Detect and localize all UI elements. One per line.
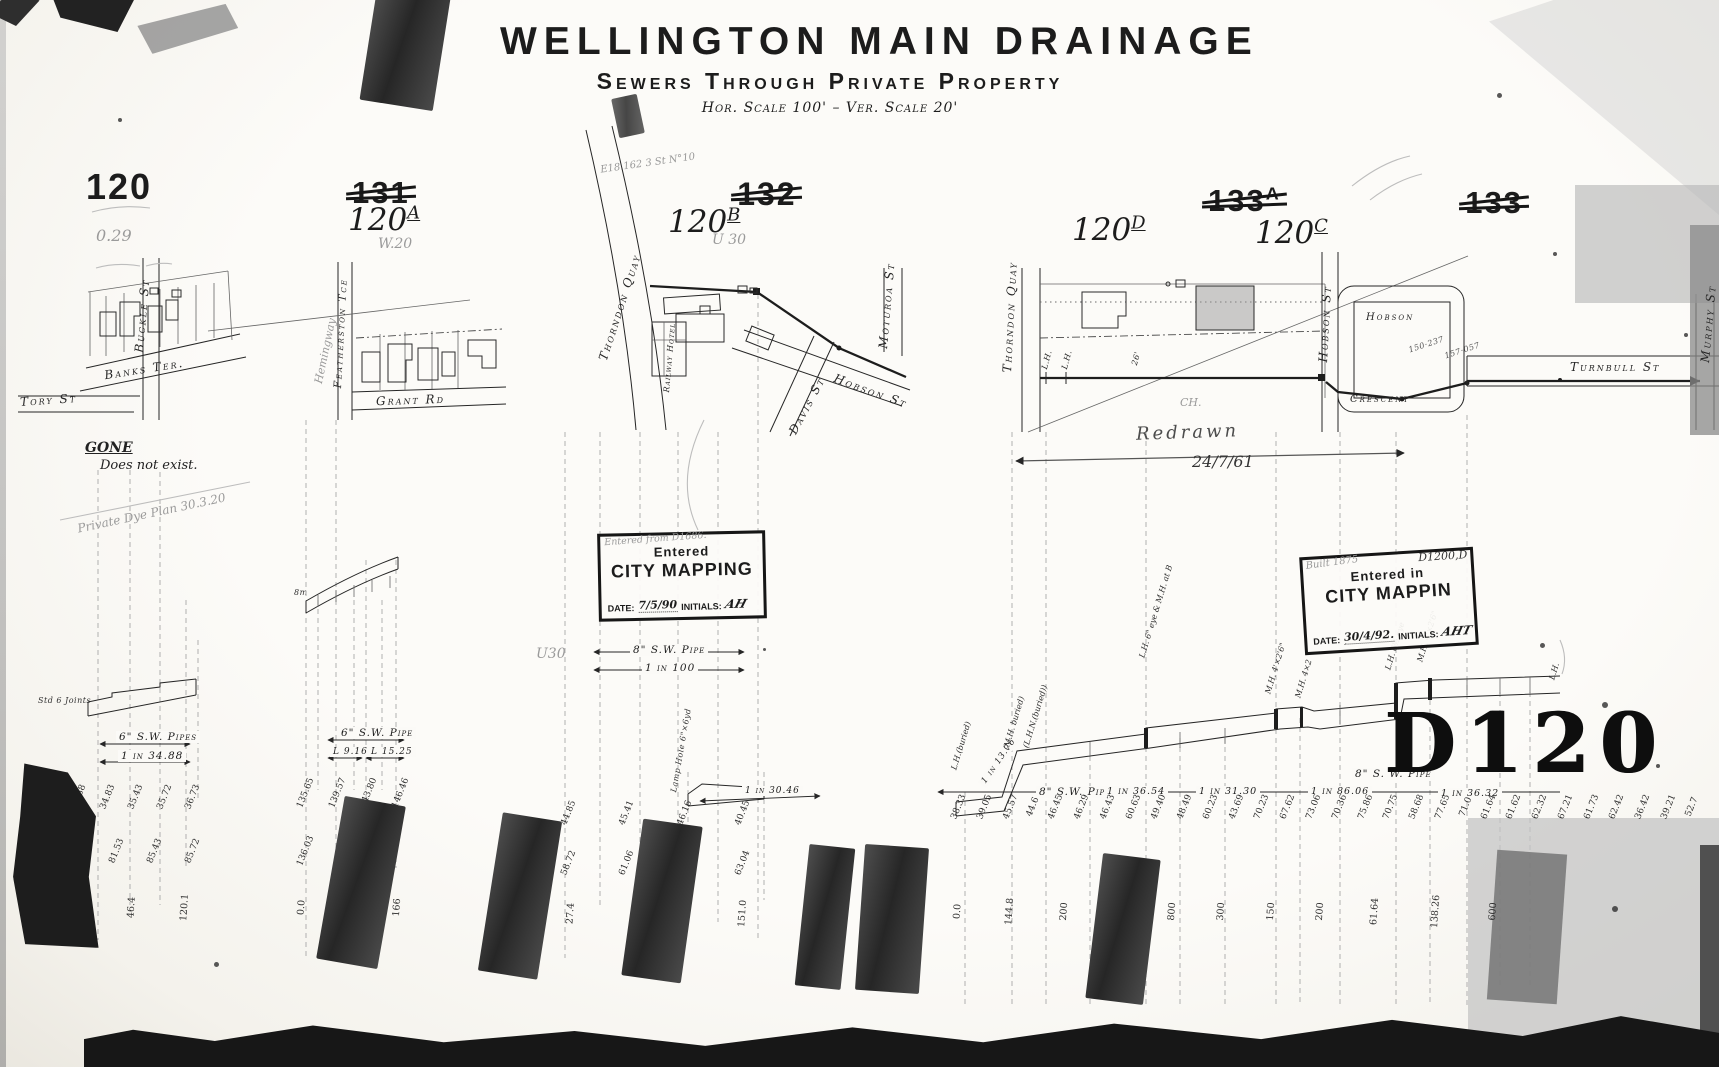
stamp-date-value: 7/5/90 bbox=[638, 598, 678, 613]
map4-linework bbox=[1021, 252, 1719, 433]
speckle bbox=[1497, 93, 1502, 98]
sheet-number-120b: 120B bbox=[668, 204, 740, 240]
note-does-not-exist: Does not exist. bbox=[100, 458, 198, 473]
grade-label-b1: L 9.16 bbox=[330, 747, 371, 757]
sheet-number-base: 120 bbox=[1072, 212, 1132, 248]
joints-note-a: Std 6 Joints bbox=[38, 696, 92, 705]
speckle bbox=[1602, 702, 1608, 708]
grade-label-b2: L 15.25 bbox=[368, 747, 416, 757]
pencil-note-w20: W.20 bbox=[378, 236, 413, 252]
stamp-line-city-mapping: CITY MAPPING bbox=[610, 558, 753, 582]
sheet-number-120a: 120A bbox=[348, 202, 420, 238]
scan-edge-left bbox=[0, 0, 6, 1067]
stamp-date-row: DATE: 7/5/90 INITIALS: AH bbox=[607, 596, 757, 614]
sheet-number-133a-struck: 133A bbox=[1208, 183, 1281, 219]
city-mapping-stamp-2: Built 1875 D1200,D Entered in CITY MAPPI… bbox=[1299, 546, 1479, 656]
map3-linework bbox=[585, 125, 911, 437]
sheet-number-133-struck: 133 bbox=[1465, 185, 1523, 220]
sheet-number-base: 120 bbox=[1255, 215, 1315, 251]
stamp-initials-signature: AHT bbox=[1440, 622, 1474, 639]
note-redrawn: Redrawn bbox=[1135, 420, 1240, 445]
pipe-label-d2: 8" S. W. Pipe bbox=[1352, 768, 1435, 780]
pipe-label-b: 6" S.W. Pipe bbox=[338, 727, 417, 739]
dark-edge-right bbox=[1700, 845, 1719, 1067]
scale-note: Hor. Scale 100' – Ver. Scale 20' bbox=[701, 100, 959, 116]
sheet-number-120c: 120C bbox=[1255, 215, 1328, 251]
speckle bbox=[1684, 333, 1688, 337]
pencil-marks bbox=[59, 155, 1566, 675]
map2-linework bbox=[207, 262, 507, 420]
stamp-initials-label: INITIALS: bbox=[681, 601, 722, 613]
street-label-hobson-crescent-bottom: Crescent bbox=[1350, 394, 1411, 405]
speckle bbox=[1612, 906, 1618, 912]
grade-label-d1: 1 in 36.54 bbox=[1104, 786, 1169, 797]
stamp-date-label: DATE: bbox=[607, 603, 635, 614]
redrawn-arrow bbox=[1015, 448, 1405, 466]
pencil-note-029: 0.29 bbox=[96, 226, 132, 245]
speckle bbox=[763, 648, 766, 651]
grade-label-d3: 1 in 86.06 bbox=[1308, 786, 1373, 797]
archive-number-stamp: D120 bbox=[1384, 696, 1667, 792]
pipe-label-d1: 8" S.W. Pipe bbox=[1036, 786, 1115, 798]
map1-linework bbox=[18, 258, 247, 420]
sheet-number-base: 120 bbox=[668, 204, 728, 240]
note-redrawn-date: 24/7/61 bbox=[1192, 452, 1254, 471]
page-title: WELLINGTON MAIN DRAINAGE bbox=[500, 20, 1259, 63]
profile-b-linework bbox=[305, 556, 405, 762]
profile-c-linework bbox=[593, 648, 821, 807]
speckle bbox=[1553, 252, 1557, 256]
page-subtitle: Sewers Through Private Property bbox=[596, 68, 1064, 94]
sheet-number-suffix: A bbox=[1265, 183, 1281, 204]
pencil-note-ch: CH. bbox=[1180, 396, 1202, 409]
tape-bottom-5 bbox=[854, 843, 930, 995]
grade-label-d4: 1 in 36.32 bbox=[1438, 788, 1503, 799]
speckle bbox=[214, 962, 219, 967]
grade-label-d2: 1 in 31.30 bbox=[1196, 786, 1261, 797]
speckle bbox=[118, 118, 122, 122]
sheet-number-suffix: D bbox=[1131, 212, 1146, 234]
street-label-hobson-crescent-top: Hobson bbox=[1366, 312, 1415, 323]
stamp-date-label: DATE: bbox=[1313, 635, 1341, 647]
pencil-note-u30-profile: U30 bbox=[536, 646, 566, 662]
grade-label-c: 1 in 100 bbox=[642, 662, 699, 674]
dark-blotch-bottom-right bbox=[1486, 849, 1568, 1005]
stamp-initials-signature: AH bbox=[723, 596, 749, 612]
pencil-note-u30: U 30 bbox=[712, 232, 747, 248]
grade-label-c2: 1 in 30.46 bbox=[742, 786, 803, 796]
note-8m: 8m bbox=[294, 588, 308, 597]
sheet-number-120: 120 bbox=[86, 166, 153, 207]
photocopy-shadow-murphy bbox=[1690, 225, 1719, 435]
grade-label-a: 1 in 34.88 bbox=[118, 750, 187, 762]
speckle bbox=[1656, 764, 1660, 768]
street-label-grant-rd: Grant Rd bbox=[375, 391, 446, 409]
sheet-number-base: 120 bbox=[348, 202, 408, 238]
speckle bbox=[1540, 643, 1545, 648]
sheet-number-suffix: C bbox=[1314, 215, 1328, 237]
sheet-number-132-struck: 132 bbox=[737, 176, 797, 212]
stamp-date-row: DATE: 30/4/92. INITIALS: AHT bbox=[1313, 623, 1474, 647]
title-block: WELLINGTON MAIN DRAINAGE Sewers Through … bbox=[500, 20, 1259, 116]
pipe-label-c: 8" S.W. Pipe bbox=[630, 644, 709, 656]
sheet-number-base: 133 bbox=[1208, 183, 1266, 218]
profile-a-linework bbox=[87, 678, 197, 766]
note-gone: GONE bbox=[85, 440, 133, 456]
sheet-number-120d: 120D bbox=[1072, 212, 1146, 248]
city-mapping-stamp-1: Entered from D1686. Entered CITY MAPPING… bbox=[597, 530, 767, 622]
pipe-label-a: 6" S.W. Pipes bbox=[116, 731, 201, 743]
sheet-number-suffix: B bbox=[727, 204, 741, 226]
stamp-date-value: 30/4/92. bbox=[1343, 627, 1395, 645]
stamp-initials-label: INITIALS: bbox=[1397, 629, 1439, 642]
sheet-number-suffix: A bbox=[407, 202, 421, 224]
sheet-number-131-struck: 131 bbox=[352, 175, 410, 210]
street-label-turnbull-st: Turnbull St bbox=[1570, 360, 1661, 374]
